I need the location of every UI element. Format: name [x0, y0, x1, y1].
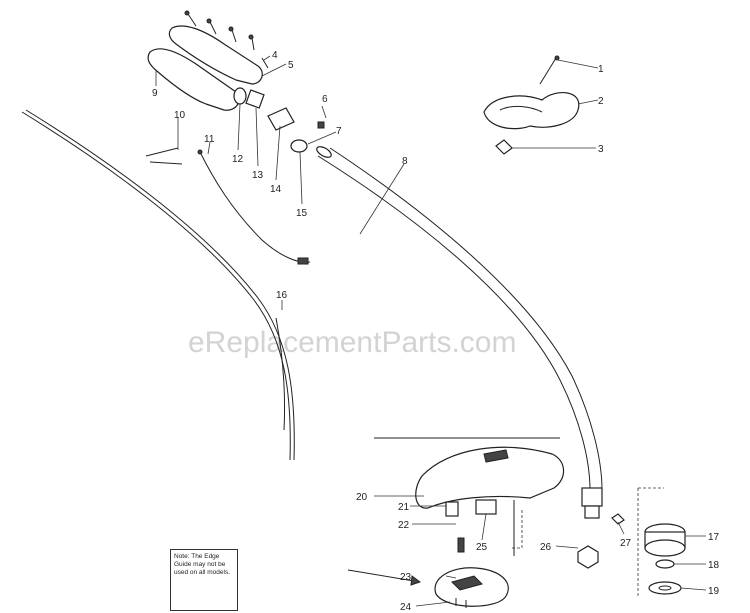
callout-11: 11 [204, 134, 215, 145]
leader-lines [155, 55, 707, 607]
callout-6: 6 [322, 94, 328, 105]
callout-22: 22 [398, 520, 410, 531]
callout-21: 21 [398, 502, 410, 513]
callout-25: 25 [476, 542, 488, 553]
callout-26: 26 [540, 542, 552, 553]
callout-3: 3 [598, 144, 604, 155]
guard-assembly [374, 437, 565, 556]
callout-18: 18 [708, 560, 720, 571]
callout-8: 8 [402, 156, 408, 167]
callout-1: 1 [598, 64, 604, 75]
callout-20: 20 [356, 492, 368, 503]
callout-labels: 1 2 3 4 5 6 7 8 9 10 11 12 13 14 15 16 1… [152, 50, 720, 613]
trigger-assembly [233, 87, 325, 153]
callout-16: 16 [276, 290, 288, 301]
callout-13: 13 [252, 170, 264, 181]
throttle-cable [145, 147, 311, 265]
callout-14: 14 [270, 184, 282, 195]
flex-cable [21, 109, 295, 461]
callout-10: 10 [174, 110, 186, 121]
callout-9: 9 [152, 88, 158, 99]
callout-4: 4 [272, 50, 278, 61]
callout-12: 12 [232, 154, 244, 165]
handle-assembly [147, 10, 269, 111]
callout-19: 19 [708, 586, 720, 597]
callout-5: 5 [288, 60, 294, 71]
callout-7: 7 [336, 126, 342, 137]
edge-guide [347, 567, 509, 608]
callout-15: 15 [296, 208, 308, 219]
callout-27: 27 [620, 538, 632, 549]
watermark-text: eReplacementParts.com [188, 326, 516, 359]
callout-2: 2 [598, 96, 604, 107]
trimmer-head [577, 487, 686, 598]
drive-shaft-tube [316, 146, 603, 519]
callout-23: 23 [400, 572, 412, 583]
edge-guide-note: Note: The Edge Guide may not be used on … [170, 549, 238, 611]
callout-24: 24 [400, 602, 412, 613]
callout-17: 17 [708, 532, 720, 543]
front-handle [483, 55, 580, 155]
